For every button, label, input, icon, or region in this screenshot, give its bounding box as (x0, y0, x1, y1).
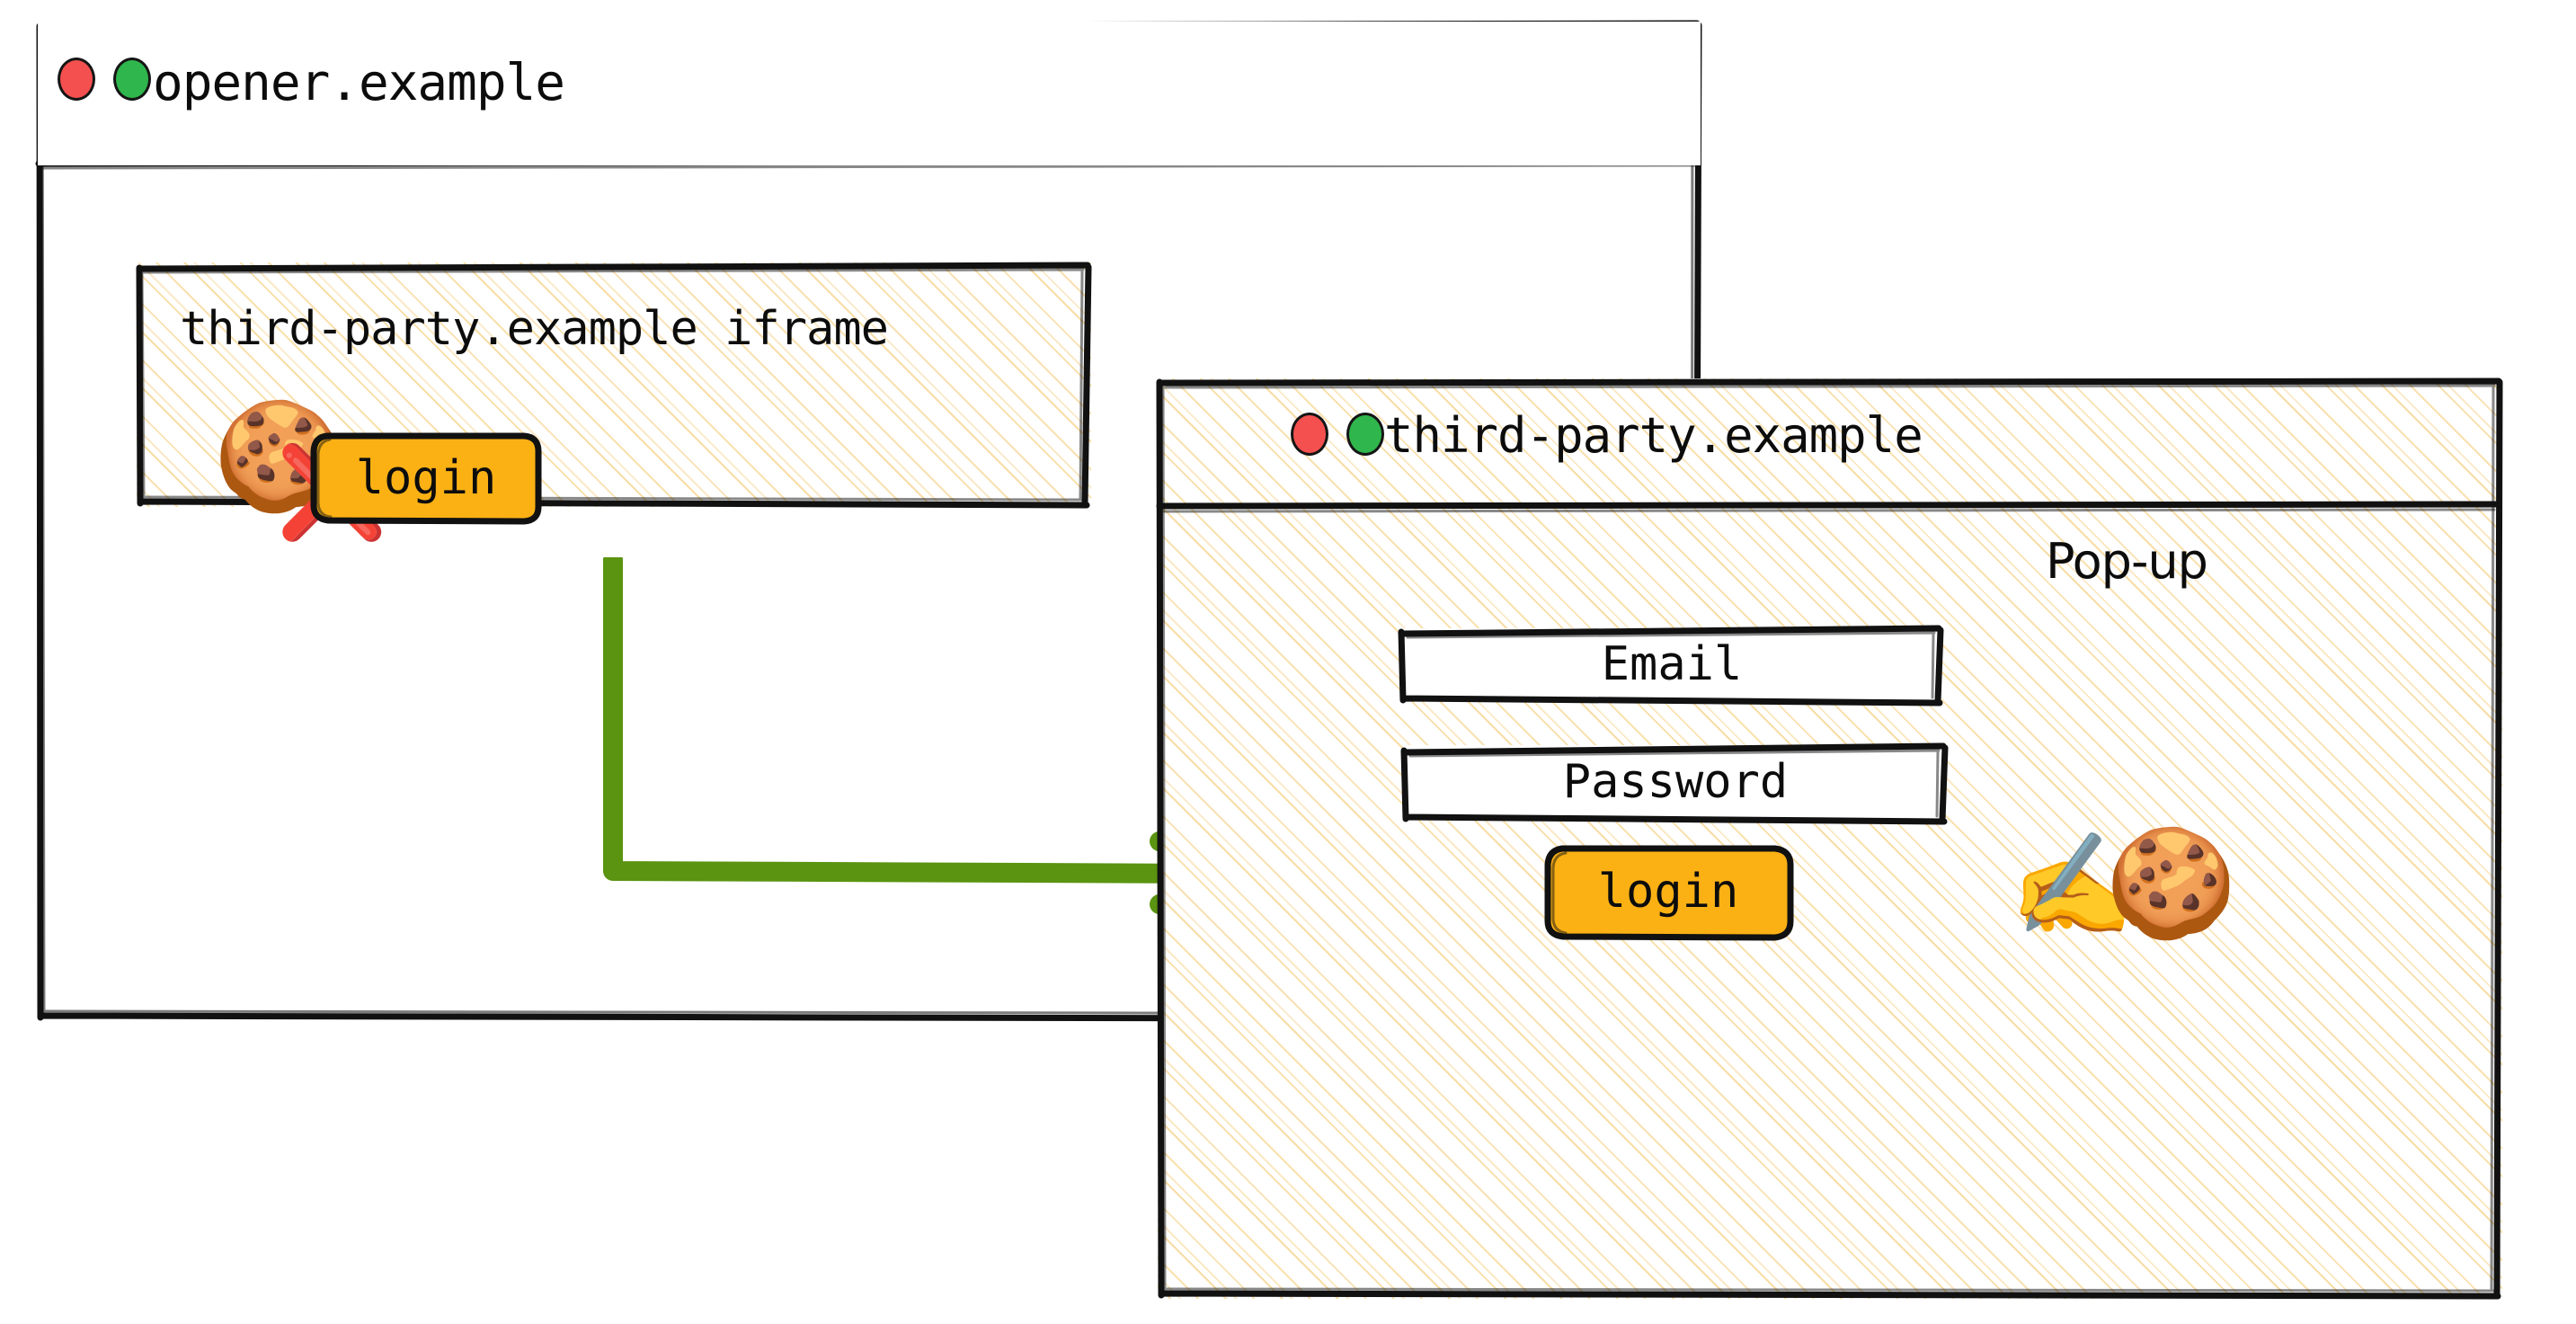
maximize-icon[interactable] (113, 58, 151, 101)
password-field[interactable]: Password (1400, 742, 1949, 825)
popup-login-button-border (1544, 845, 1794, 941)
popup-login-button-label: login (1597, 865, 1739, 919)
email-field-border (1398, 625, 1944, 706)
popup-window-surface (1158, 378, 2502, 1299)
flow-arrow (603, 557, 1238, 914)
third-party-iframe: third-party.example iframe 🍪 ❌ login (136, 262, 1092, 538)
iframe-title-label: third-party.example iframe (180, 302, 889, 356)
email-field-face (1402, 628, 1941, 700)
popup-url-label: third-party.example (1384, 407, 1923, 464)
password-field-face (1406, 745, 1945, 819)
iframe-login-button[interactable]: login (310, 432, 542, 525)
cookie-icon: 🍪 (2105, 821, 2237, 945)
popup-login-button-face (1546, 848, 1790, 936)
writing-hand-icon: ✍️ (2010, 827, 2136, 944)
opener-url-label: opener.example (153, 54, 565, 112)
iframe-border (136, 262, 1092, 509)
password-field-label: Password (1562, 755, 1789, 809)
popup-login-button[interactable]: login (1544, 845, 1794, 941)
iframe-surface (137, 262, 1091, 507)
popup-annotation-label: Pop-up (2046, 533, 2208, 590)
close-icon[interactable] (1291, 413, 1328, 456)
popup-title-bar: third-party.example (1158, 378, 2502, 508)
close-icon[interactable] (58, 58, 95, 101)
iframe-login-button-label: login (355, 451, 497, 505)
maximize-icon[interactable] (1346, 413, 1384, 456)
password-field-border (1400, 742, 1949, 825)
popup-window-border (1156, 378, 2503, 1300)
email-field[interactable]: Email (1398, 625, 1944, 706)
iframe-login-button-face (313, 435, 539, 521)
popup-browser-window: third-party.example Email Password (1156, 378, 2503, 1300)
opener-title-bar: opener.example (38, 22, 1701, 165)
iframe-login-button-border (310, 432, 542, 525)
email-field-label: Email (1601, 637, 1743, 691)
